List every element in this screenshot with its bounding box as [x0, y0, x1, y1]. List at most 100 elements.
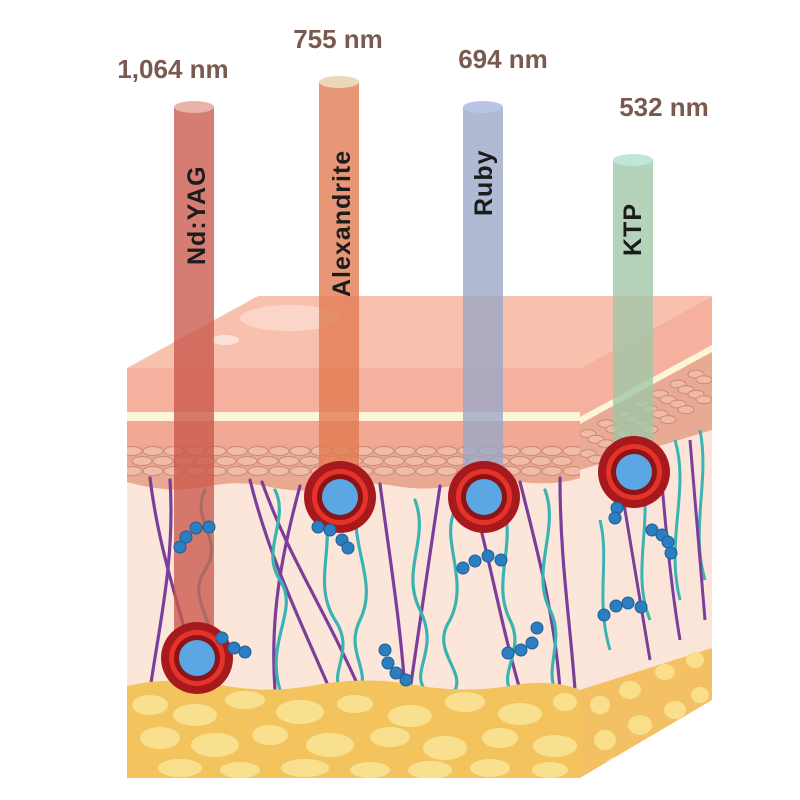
- skin-cell: [127, 466, 143, 476]
- pigment-particle: [597, 608, 611, 622]
- fat-cell: [220, 762, 260, 778]
- fat-cell: [664, 701, 686, 719]
- elastin-fiber: [673, 439, 682, 601]
- skin-cell: [226, 466, 248, 476]
- wavelength-label-ndyag: 1,064 nm: [117, 54, 228, 84]
- skin-cell: [215, 456, 237, 466]
- skin-cell: [257, 456, 279, 466]
- skin-cell: [236, 456, 258, 466]
- skin-cell: [436, 446, 458, 456]
- skin-cell: [373, 466, 395, 476]
- wavelength-labels: 1,064 nm 755 nm 694 nm 532 nm: [117, 24, 708, 122]
- fat-cell: [306, 733, 354, 757]
- skin-cell: [415, 446, 437, 456]
- beam-cap: [463, 101, 503, 113]
- pigment-particle: [227, 641, 241, 655]
- pigment-particle: [514, 643, 528, 657]
- collagen-fiber: [518, 480, 562, 692]
- skin-cell: [659, 415, 677, 425]
- skin-cell: [520, 466, 542, 476]
- skin-cell: [226, 446, 248, 456]
- blood-vessel-alexandrite: [304, 461, 376, 533]
- pigment-particle: [468, 554, 482, 568]
- skin-cell: [131, 456, 153, 466]
- collagen-fiber: [148, 478, 173, 692]
- fat-cell: [644, 743, 666, 761]
- pigment-particle: [238, 645, 252, 659]
- fat-cell: [276, 700, 324, 724]
- fat-cell: [680, 726, 700, 744]
- skin-cell: [268, 466, 290, 476]
- fat-cell: [482, 728, 518, 748]
- fat-cell: [655, 664, 675, 680]
- fat-cell: [594, 730, 616, 750]
- skin-cell: [394, 466, 416, 476]
- fat-cell: [191, 733, 239, 757]
- skin-cell: [677, 405, 695, 415]
- pigment-particle: [481, 549, 495, 563]
- fat-cell: [388, 705, 432, 727]
- wavelength-label-ktp: 532 nm: [619, 92, 709, 122]
- laser-beam-alexandrite: [319, 76, 359, 490]
- pigment-particle: [399, 673, 413, 687]
- fat-cell: [533, 735, 577, 757]
- skin-highlight: [240, 305, 340, 331]
- beam-cap: [174, 101, 214, 113]
- beam-body: [319, 82, 359, 490]
- skin-cell: [541, 466, 563, 476]
- pigment-particle: [189, 521, 203, 535]
- collagen-fiber: [248, 478, 332, 692]
- skin-cell: [373, 446, 395, 456]
- pigment-particle: [389, 666, 403, 680]
- skin-cell: [268, 446, 290, 456]
- skin-cell: [142, 446, 164, 456]
- fat-cell: [532, 762, 568, 778]
- pigment-particle: [494, 553, 508, 567]
- elastin-fiber: [598, 519, 612, 651]
- blood-vessel-ndyag: [161, 622, 233, 694]
- beam-label-ruby: Ruby: [470, 150, 498, 217]
- skin-cell: [247, 446, 269, 456]
- fat-cell: [350, 762, 390, 778]
- fat-cell: [445, 692, 485, 712]
- skin-cell: [278, 456, 300, 466]
- collagen-fiber: [558, 476, 577, 692]
- elastin-fiber: [442, 508, 459, 692]
- beam-body: [463, 107, 503, 492]
- collagen-fiber: [408, 484, 442, 692]
- skin-cell: [530, 456, 552, 466]
- pigment-particle: [634, 600, 648, 614]
- pigment-particle: [381, 656, 395, 670]
- laser-beam-ruby: [463, 101, 503, 492]
- beam-label-alexandrite: Alexandrite: [328, 150, 356, 297]
- skin-cell: [404, 456, 426, 466]
- pigment-particle: [456, 561, 470, 575]
- skin-cell: [541, 446, 563, 456]
- skin-cell: [562, 466, 580, 476]
- fat-cell: [252, 725, 288, 745]
- pigment-particle: [173, 540, 187, 554]
- beam-cap: [319, 76, 359, 88]
- pigment-particle: [202, 520, 216, 534]
- pigment-particle: [311, 520, 325, 534]
- skin-cell: [509, 456, 531, 466]
- beam-labels: Nd:YAG Alexandrite Ruby KTP: [183, 150, 647, 298]
- laser-beam-ktp: [613, 154, 653, 470]
- blood-vessel-ktp: [598, 436, 670, 508]
- pigment-particle: [608, 511, 622, 525]
- fat-cell: [423, 736, 467, 760]
- skin-cell: [142, 466, 164, 476]
- elastin-fiber: [498, 498, 517, 692]
- pigment-particle: [323, 523, 337, 537]
- fat-cell: [132, 695, 168, 715]
- fat-cell: [370, 727, 410, 747]
- pigment-particle: [621, 596, 635, 610]
- fat-cell: [470, 759, 510, 777]
- skin-cell: [551, 456, 573, 466]
- pigment-particle: [341, 541, 355, 555]
- skin-cell: [383, 456, 405, 466]
- fat-cell: [158, 759, 202, 777]
- pigment-particle: [661, 535, 675, 549]
- fat-cell: [408, 761, 452, 778]
- beam-cap: [613, 154, 653, 166]
